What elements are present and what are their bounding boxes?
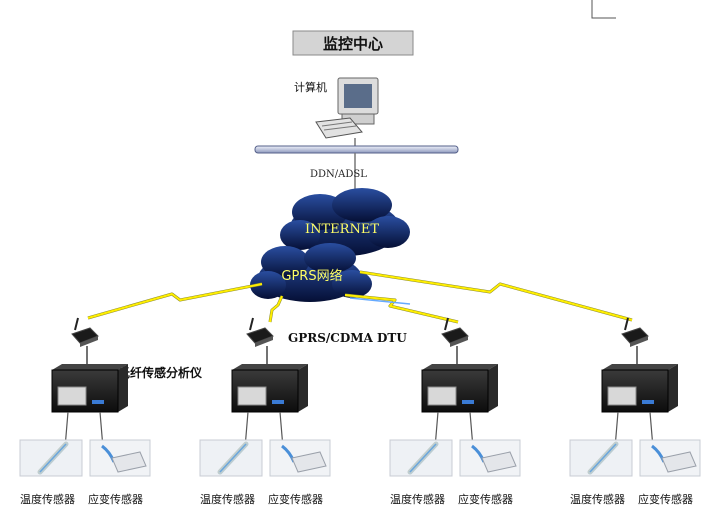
station-4: 温度传感器应变传感器 — [569, 317, 701, 506]
dtu-modem-icon — [441, 317, 469, 347]
temperature-sensor-icon — [389, 439, 453, 477]
computer-label: 计算机 — [294, 80, 327, 94]
station-2: 温度传感器应变传感器 — [199, 317, 331, 506]
monitoring-center-title: 监控中心 — [292, 30, 414, 56]
temperature-sensor-label: 温度传感器 — [200, 492, 255, 506]
ddn-adsl-label: DDN/ADSL — [310, 169, 367, 180]
strain-sensor-icon — [459, 439, 521, 477]
strain-sensor-icon — [639, 439, 701, 477]
gprs-cloud: GPRS网络 — [250, 243, 372, 302]
station-3: 温度传感器应变传感器 — [389, 317, 521, 506]
dtu-modem-icon — [246, 317, 274, 347]
analyzer-label: 光纤传感分析仪 — [117, 365, 203, 380]
network-bus — [254, 145, 459, 154]
temperature-sensor-icon — [199, 439, 263, 477]
computer-icon — [315, 77, 379, 139]
analyzer-device-icon — [231, 364, 308, 413]
dtu-label: GPRS/CDMA DTU — [288, 331, 407, 345]
dtu-modem-icon — [621, 317, 649, 347]
internet-label: INTERNET — [305, 222, 379, 237]
strain-sensor-label: 应变传感器 — [458, 492, 513, 506]
lightning-link-1 — [87, 282, 263, 320]
analyzer-device-icon — [601, 364, 678, 413]
svg-text:监控中心: 监控中心 — [323, 35, 383, 53]
strain-sensor-label: 应变传感器 — [88, 492, 143, 506]
temperature-sensor-label: 温度传感器 — [570, 492, 625, 506]
strain-sensor-label: 应变传感器 — [638, 492, 693, 506]
stations: 温度传感器应变传感器温度传感器应变传感器温度传感器应变传感器温度传感器应变传感器 — [19, 317, 701, 506]
temperature-sensor-icon — [19, 439, 83, 477]
analyzer-device-icon — [421, 364, 498, 413]
lightning-link-4 — [359, 270, 633, 322]
strain-sensor-icon — [269, 439, 331, 477]
internet-cloud: INTERNET — [280, 188, 410, 256]
lightning-link-3 — [344, 293, 459, 324]
temperature-sensor-label: 温度传感器 — [20, 492, 75, 506]
strain-sensor-label: 应变传感器 — [268, 492, 323, 506]
strain-sensor-icon — [89, 439, 151, 477]
analyzer-device-icon — [51, 364, 128, 413]
lightning-link-2 — [268, 295, 284, 323]
dtu-modem-icon — [71, 317, 99, 347]
gprs-label: GPRS网络 — [281, 268, 342, 284]
station-1: 温度传感器应变传感器 — [19, 317, 151, 506]
temperature-sensor-label: 温度传感器 — [390, 492, 445, 506]
corner-mark — [591, 0, 616, 19]
temperature-sensor-icon — [569, 439, 633, 477]
wireless-links — [87, 270, 633, 324]
